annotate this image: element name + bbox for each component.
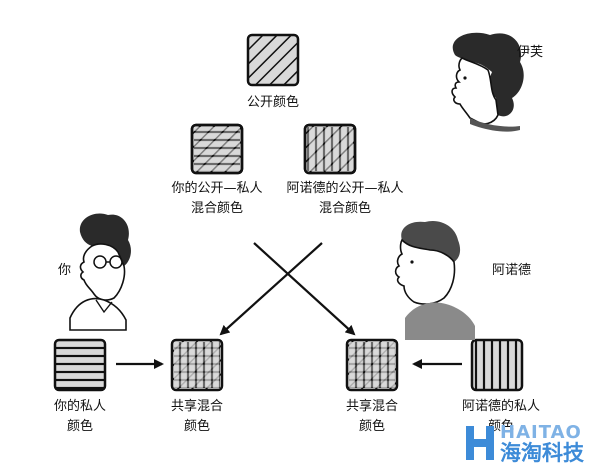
shared-left-label-line2: 颜色 [184,418,210,434]
watermark-brand-en: HAITAO [500,422,582,443]
shared-mix-right-swatch [345,338,399,392]
shared-left-label-line1: 共享混合 [171,398,223,414]
haitao-logo-icon [466,426,494,460]
arnold-mix-label-line2: 混合颜色 [319,200,371,216]
you-portrait [69,213,131,331]
arnold-private-label-line1: 阿诺德的私人 [462,398,540,414]
arnold-private-color-swatch [470,338,524,392]
your-mix-swatch [190,123,244,175]
arrow-arnold-mix-to-shared-left [219,242,323,336]
your-private-color-swatch [53,338,107,392]
your-private-label-line2: 颜色 [67,418,93,434]
arrow-your-mix-to-shared-right [253,242,356,336]
you-name: 你 [58,263,71,278]
arnold-private-label-line2: 颜色 [488,418,514,434]
shared-mix-left-swatch [170,338,224,392]
arnold-portrait [394,220,475,340]
shared-right-label-line2: 颜色 [359,418,385,434]
arnold-mix-swatch [303,123,357,175]
public-color-label: 公开颜色 [247,94,299,110]
your-mix-label-line1: 你的公开—私人 [171,180,262,196]
eve-portrait [451,32,524,132]
your-private-label-line1: 你的私人 [54,398,106,414]
your-mix-label-line2: 混合颜色 [191,200,243,216]
shared-right-label-line1: 共享混合 [346,398,398,414]
public-color-swatch [246,33,300,87]
watermark-brand-cn: 海淘科技 [500,441,585,465]
haitao-watermark: HAITAO 海淘科技 [466,422,585,465]
arnold-mix-label-line1: 阿诺德的公开—私人 [286,180,403,196]
eve-name: 伊芙 [517,45,543,60]
arnold-name: 阿诺德 [492,263,531,278]
